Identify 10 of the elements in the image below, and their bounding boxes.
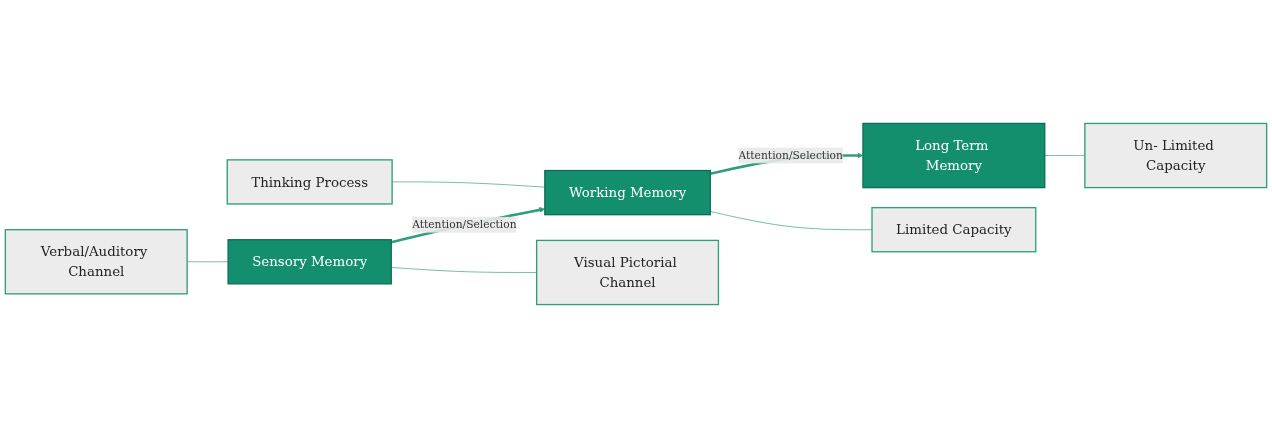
node-box: Long Term Memory [862, 122, 1046, 189]
node-box: Sensory Memory [227, 239, 392, 285]
edge-label: Attention/Selection [412, 218, 517, 231]
node-box: Verbal/Auditory Channel [4, 229, 188, 295]
node-box: Un- Limited Capacity [1084, 122, 1268, 189]
node-box: Thinking Process [226, 159, 393, 205]
node-box: Limited Capacity [871, 207, 1037, 253]
node-box: Working Memory [544, 169, 711, 216]
node-box: Visual Pictorial Channel [536, 239, 720, 306]
edge-label: Attention/Selection [738, 148, 843, 162]
